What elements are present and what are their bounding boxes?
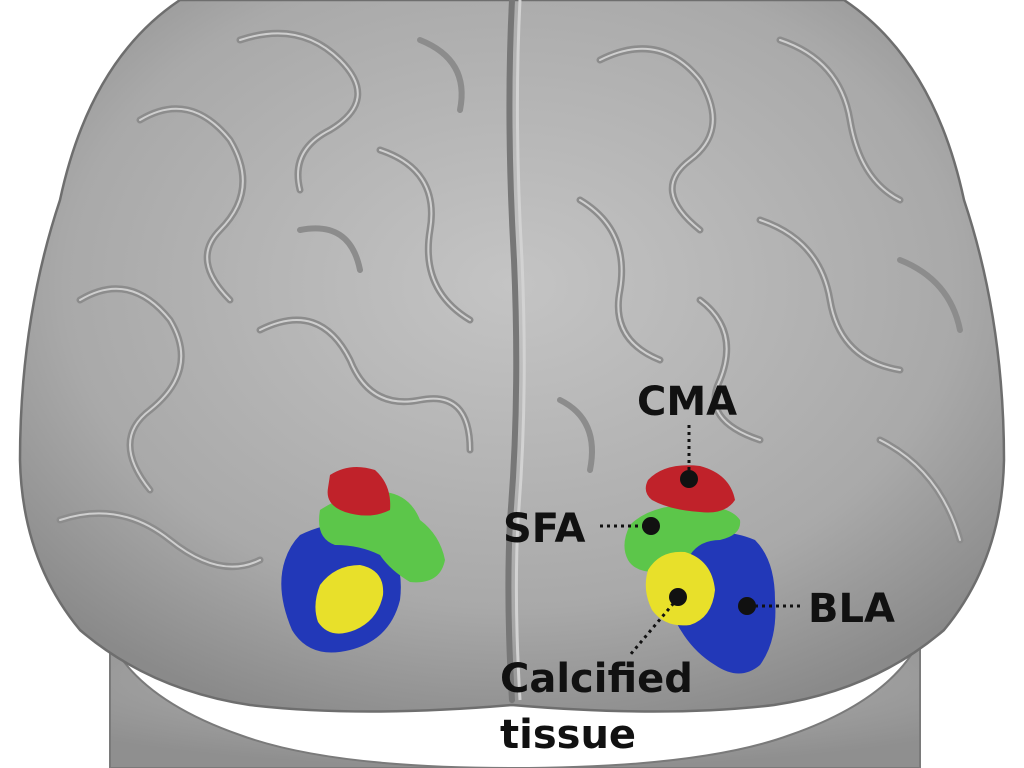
- bla-marker: [738, 597, 756, 615]
- midline-highlight: [514, 0, 526, 701]
- left-amygdala: [281, 466, 445, 653]
- calcified-leader-line: [628, 597, 680, 656]
- markers: [642, 470, 756, 615]
- gyri-right: [557, 36, 964, 544]
- cma-label: CMA: [637, 379, 737, 425]
- left-cma-region: [327, 466, 391, 516]
- cma-marker: [680, 470, 698, 488]
- sfa-label: SFA: [503, 506, 586, 552]
- sfa-marker: [642, 517, 660, 535]
- calcified-label-line1: Calcified: [500, 656, 693, 702]
- left-sfa-region: [319, 491, 445, 583]
- midline-fissure: [505, 0, 520, 703]
- left-calcified-region: [315, 565, 384, 634]
- brain-surface: [18, 0, 1006, 713]
- bla-label: BLA: [808, 586, 895, 632]
- calcified-label-line2: tissue: [500, 712, 636, 758]
- calcified-marker: [669, 588, 687, 606]
- right-cma-region: [645, 465, 735, 513]
- leader-lines: [600, 425, 804, 656]
- gyri-left: [56, 29, 474, 571]
